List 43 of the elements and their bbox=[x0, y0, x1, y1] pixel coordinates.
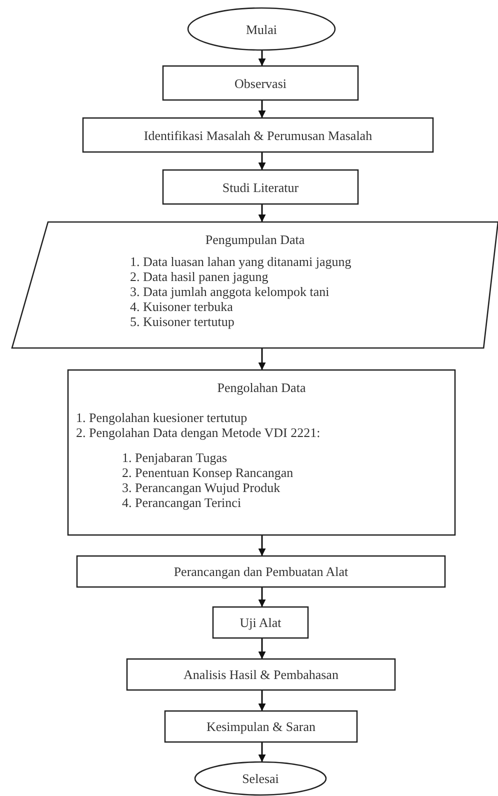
process-box bbox=[68, 370, 455, 535]
arrow bbox=[258, 690, 266, 711]
arrow bbox=[258, 535, 266, 556]
box-label: Observasi bbox=[234, 76, 286, 90]
box-label: Analisis Hasil & Pembahasan bbox=[184, 667, 338, 682]
list-item: 2. Pengolahan Data dengan Metode VDI 2221: bbox=[76, 425, 320, 440]
list-item: 4. Kuisoner terbuka bbox=[130, 299, 233, 314]
box-label: Kesimpulan & Saran bbox=[206, 719, 316, 734]
process-box bbox=[163, 66, 358, 100]
box-label: Mulai bbox=[246, 22, 278, 36]
process-box bbox=[213, 607, 308, 638]
list-item: 2. Penentuan Konsep Rancangan bbox=[122, 465, 294, 480]
arrow bbox=[258, 587, 266, 607]
list-item: 1. Data luasan lahan yang ditanami jagung bbox=[130, 254, 352, 269]
list-item: 4. Perancangan Terinci bbox=[122, 495, 242, 510]
process-box bbox=[165, 711, 357, 742]
box-label: Selesai bbox=[242, 771, 279, 786]
process-box bbox=[163, 170, 358, 204]
list-item: 1. Pengolahan kuesioner tertutup bbox=[76, 410, 248, 425]
list-item: 1. Penjabaran Tugas bbox=[122, 450, 228, 465]
arrow bbox=[258, 204, 266, 222]
list-item: 3. Perancangan Wujud Produk bbox=[122, 480, 280, 495]
process-box bbox=[127, 659, 395, 690]
data-parallelogram bbox=[12, 222, 498, 348]
box-label: Uji Alat bbox=[240, 615, 282, 630]
list-item: 3. Data jumlah anggota kelompok tani bbox=[130, 284, 330, 299]
box-label: Identifikasi Masalah & Perumusan Masalah bbox=[144, 128, 372, 142]
arrow bbox=[258, 742, 266, 762]
arrow bbox=[258, 50, 266, 66]
arrow bbox=[258, 152, 266, 170]
box-heading: Pengolahan Data bbox=[217, 380, 306, 395]
arrow bbox=[258, 638, 266, 659]
arrow bbox=[258, 100, 266, 118]
box-label: Perancangan dan Pembuatan Alat bbox=[174, 564, 348, 579]
box-heading: Pengumpulan Data bbox=[205, 232, 305, 247]
list-item: 5. Kuisoner tertutup bbox=[130, 314, 234, 329]
process-box bbox=[83, 118, 433, 152]
box-label: Studi Literatur bbox=[222, 180, 299, 194]
end-terminal bbox=[195, 762, 326, 795]
list-item: 2. Data hasil panen jagung bbox=[130, 269, 268, 284]
start-terminal bbox=[188, 8, 335, 50]
process-box bbox=[77, 556, 445, 587]
arrow bbox=[258, 348, 266, 370]
